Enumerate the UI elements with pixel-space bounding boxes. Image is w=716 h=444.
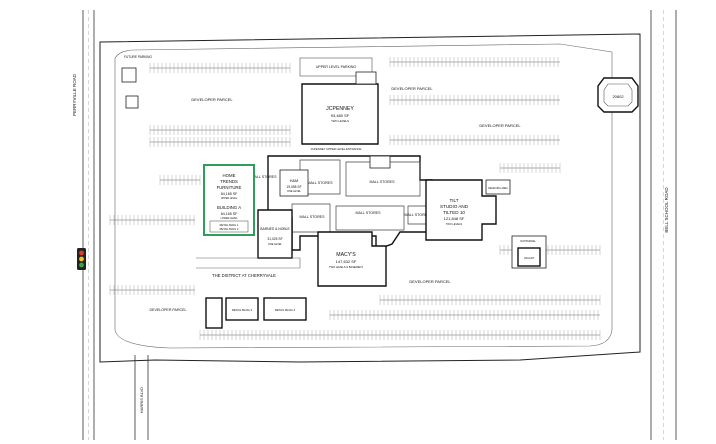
mall-stores-label-1: MALL STORES: [252, 175, 278, 179]
outparcel-nw-2: [125, 95, 139, 109]
retail-bldg-4-label: RETAIL BLDG 4: [275, 308, 296, 312]
macys-note: TWO LEVELS & BASEMENT: [329, 265, 363, 269]
macys-store: MACY'S 147,632 SF TWO LEVELS & BASEMENT: [317, 231, 387, 287]
tilt-name-line1: TILT: [449, 198, 458, 203]
building-20802-label: 20802: [612, 94, 624, 99]
mall-stores-label-5: MALL STORES: [356, 211, 382, 215]
outparcel-nw: [121, 67, 137, 83]
receiving-area-1: [355, 71, 377, 85]
upper-parking-label: UPPER LEVEL PARKING: [316, 65, 357, 69]
small-pad-building: [205, 297, 223, 329]
harris-blvd-label: HARRIS BLVD: [139, 387, 144, 413]
retail-bldg-3-label: RETAIL BLDG 3: [232, 308, 253, 312]
mall-stores-label-2: MALL STORES: [308, 181, 334, 185]
home-trends-line1: HOME: [223, 173, 236, 178]
vacant-label: VACANT: [524, 256, 535, 260]
macys-name: MACY'S: [336, 252, 356, 258]
barnes-name: BARNES & NOBLE: [260, 227, 290, 231]
bell-school-road-label: BELL SCHOOL ROAD: [664, 187, 669, 233]
mall-stores-label-4: MALL STORES: [300, 215, 326, 219]
site-boundary: [99, 33, 641, 363]
tilt-name-line3: TILTED 10: [443, 210, 465, 215]
district-label: THE DISTRICT AT CHERRYVALE: [212, 273, 276, 278]
tilt-studio-store: TILT STUDIO AND TILTED 10 121,848 SF TWO…: [425, 179, 497, 241]
retail-bldg-1-box: [209, 220, 249, 233]
retail-bldg-1-label: RETAIL BLDG 1: [220, 223, 239, 227]
traffic-signal-icon: [77, 248, 86, 270]
barnes-noble-store: BARNES & NOBLE 31,025 SF ONE LEVEL: [257, 209, 293, 259]
developer-parcel-ne: DEVELOPER PARCEL: [391, 86, 433, 91]
hm-store: H&M 19,058 SF ONE LEVEL: [279, 169, 309, 197]
developer-parcel-e: DEVELOPER PARCEL: [479, 123, 521, 128]
jcpenney-entrance-label: JCPENNEY UPPER LEVEL ENTRANCE: [311, 147, 362, 151]
mall-stores-label-6: MALL STORES: [405, 213, 431, 217]
retail-bldg-4: RETAIL BLDG 4: [263, 297, 307, 321]
retail-bldg-2-label: RETAIL BLDG 2: [220, 227, 239, 231]
developer-parcel-sw: DEVELOPER PARCEL: [149, 308, 186, 312]
perryville-road: PERRYVILLE ROAD: [72, 10, 95, 440]
building-a-area: 84,165 SF: [221, 212, 238, 216]
hm-name: H&M: [290, 179, 298, 183]
building-a-note: LOWER LEVEL: [221, 217, 239, 220]
future-parking-label: FUTURE PARKING: [124, 55, 152, 59]
macys-area: 147,632 SF: [336, 259, 357, 264]
home-trends-area: 84,165 SF: [221, 192, 238, 196]
barnes-note: ONE LEVEL: [268, 243, 283, 246]
harris-blvd: HARRIS BLVD: [134, 355, 149, 440]
district-street: [196, 257, 301, 269]
home-trends-line2: TRENDS: [220, 179, 238, 184]
building-20802: 20802: [597, 77, 639, 113]
retail-bldg-3: RETAIL BLDG 3: [225, 297, 259, 321]
jcpenney-store: JCPENNEY 93,480 SF TWO LEVELS: [301, 83, 379, 145]
tilt-area: 121,848 SF: [444, 216, 465, 221]
bell-school-road: BELL SCHOOL ROAD: [650, 10, 677, 440]
receiving-label-3: RECEIVING AREA: [488, 187, 508, 190]
receiving-area-3: [485, 179, 511, 195]
outparcel-label: OUTPARCEL: [520, 239, 536, 243]
ring-road: [114, 43, 613, 349]
home-trends-building[interactable]: HOME TRENDS FURNITURE 84,165 SF UPPER LE…: [203, 164, 255, 236]
tilt-note: TWO LEVELS: [446, 222, 463, 226]
hm-area: 19,058 SF: [286, 185, 301, 189]
perryville-road-label: PERRYVILLE ROAD: [72, 73, 77, 116]
receiving-area-2: [369, 155, 391, 169]
building-a-name: BUILDING A: [217, 205, 241, 210]
jcpenney-note: TWO LEVELS: [331, 119, 349, 123]
jcpenney-name: JCPENNEY: [326, 106, 354, 112]
mall-stores-label-3: MALL STORES: [370, 180, 396, 184]
home-trends-line3: FURNITURE: [217, 185, 242, 190]
developer-parcel-s: DEVELOPER PARCEL: [409, 279, 451, 284]
tilt-name-line2: STUDIO AND: [440, 204, 469, 209]
jcpenney-area: 93,480 SF: [331, 113, 350, 118]
outparcel-east: OUTPARCEL VACANT: [511, 235, 547, 269]
upper-parking: [299, 57, 373, 77]
home-trends-note: UPPER LEVEL: [221, 197, 238, 200]
developer-parcel-nw: DEVELOPER PARCEL: [191, 97, 233, 102]
barnes-area: 31,025 SF: [267, 237, 282, 241]
hm-note: ONE LEVEL: [287, 190, 302, 193]
